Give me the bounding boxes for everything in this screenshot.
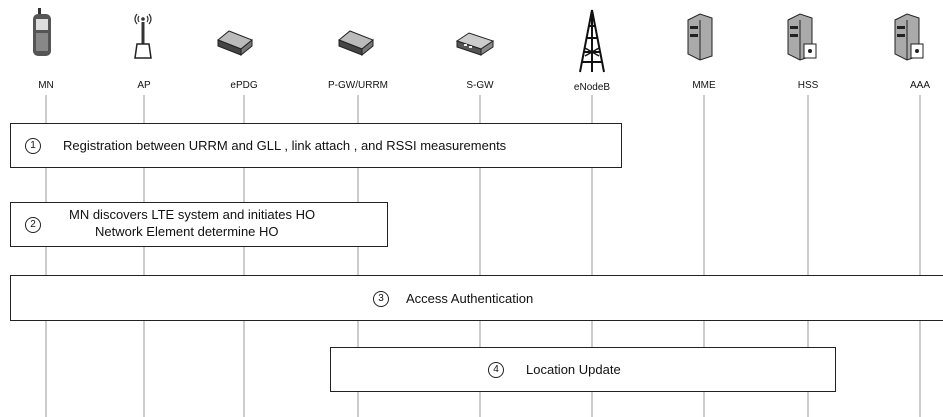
step-1-text: Registration between URRM and GLL , link… <box>63 138 507 153</box>
entity-label-mn: MN <box>38 80 54 91</box>
step-2-box: 2 MN discovers LTE system and initiates … <box>10 202 388 247</box>
entity-label-ap: AP <box>137 80 151 91</box>
entity-label-aaa: AAA <box>909 80 931 91</box>
entity-label-epdg: ePDG <box>230 80 258 91</box>
step-2-text-line-1: MN discovers LTE system and initiates HO <box>69 207 316 222</box>
entity-label-sgw: S-GW <box>466 80 494 91</box>
step-3-box: 3 Access Authentication <box>10 275 943 321</box>
step-1-box: 1 Registration between URRM and GLL , li… <box>10 123 622 168</box>
step-number-badge: 3 <box>373 291 389 307</box>
step-4-box: 4 Location Update <box>330 347 836 392</box>
entity-label-pgw: P-GW/URRM <box>328 80 388 91</box>
entity-label-hss: HSS <box>797 80 819 91</box>
step-number-badge: 1 <box>25 138 41 154</box>
entity-label-mme: MME <box>692 80 716 91</box>
step-3-text: Access Authentication <box>406 291 534 306</box>
step-number-badge: 2 <box>25 217 41 233</box>
step-2-text-line-2: Network Element determine HO <box>95 224 279 239</box>
entity-label-enodeb: eNodeB <box>573 82 611 93</box>
step-4-text: Location Update <box>526 362 621 377</box>
step-number-badge: 4 <box>488 362 504 378</box>
